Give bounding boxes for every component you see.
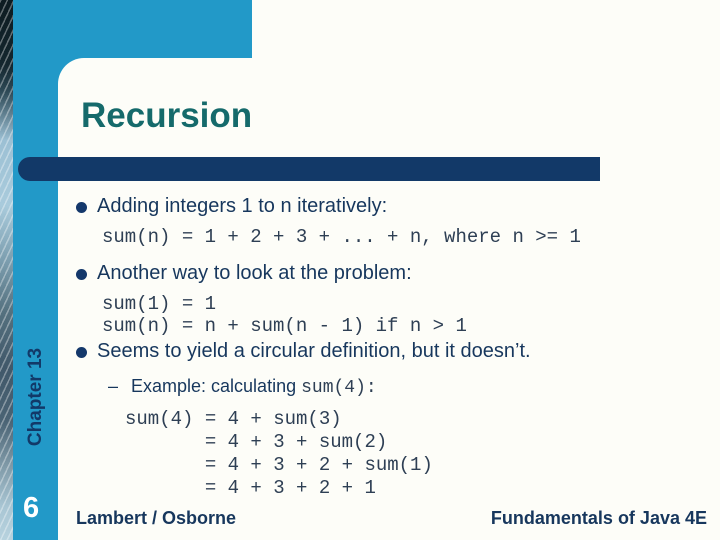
photo-strip bbox=[0, 0, 13, 540]
content-panel bbox=[58, 58, 720, 540]
left-accent-band bbox=[13, 0, 58, 540]
title-divider-bar bbox=[18, 157, 600, 181]
bullet-2-code-line: sum(1) = 1 bbox=[102, 293, 217, 315]
example-code-line: = 4 + 3 + sum(2) bbox=[125, 431, 388, 453]
bullet-2-code-line: sum(n) = n + sum(n - 1) if n > 1 bbox=[102, 315, 467, 337]
bullet-icon bbox=[76, 347, 87, 358]
bullet-3-label: Seems to yield a circular definition, bu… bbox=[97, 340, 531, 362]
page-number: 6 bbox=[23, 492, 40, 524]
slide-title: Recursion bbox=[81, 96, 253, 135]
sub-bullet-code-text: sum(4): bbox=[301, 378, 377, 398]
footer-authors: Lambert / Osborne bbox=[76, 508, 237, 528]
chapter-label: Chapter 13 bbox=[25, 347, 46, 447]
bullet-icon bbox=[76, 269, 87, 280]
bullet-icon bbox=[76, 202, 87, 213]
example-code-line: = 4 + 3 + 2 + 1 bbox=[125, 477, 376, 499]
bullet-1-label: Adding integers 1 to n iteratively: bbox=[97, 195, 388, 217]
bullet-1-code-line: sum(n) = 1 + 2 + 3 + ... + n, where n >=… bbox=[102, 226, 581, 248]
sub-bullet-label: Example: calculating sum(4): bbox=[131, 376, 377, 398]
example-code-line: = 4 + 3 + 2 + sum(1) bbox=[125, 454, 433, 476]
footer-book-title: Fundamentals of Java 4E bbox=[490, 508, 707, 528]
bullet-2-label: Another way to look at the problem: bbox=[97, 262, 412, 284]
example-code-line: sum(4) = 4 + sum(3) bbox=[125, 408, 342, 430]
sub-bullet-text: Example: calculating bbox=[131, 376, 302, 396]
sub-bullet-dash-icon: – bbox=[108, 376, 119, 396]
